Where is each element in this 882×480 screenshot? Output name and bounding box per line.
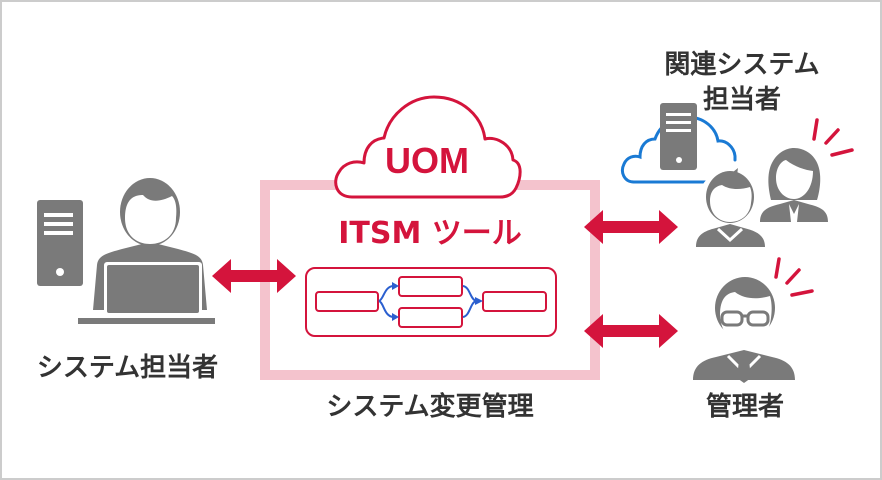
alert-lines-icon-bottom: [774, 257, 814, 297]
flow-arrow-merge-a: [462, 285, 477, 302]
server-icon: [37, 200, 83, 286]
itsm-tool-label: ITSM ツール: [338, 216, 522, 251]
left-actor-label: システム担当者: [36, 353, 219, 383]
right-bottom-actor-label: 管理者: [705, 392, 784, 422]
flow-arrowhead-split-a: [392, 282, 399, 290]
cloud-server-icon: [620, 103, 737, 184]
right-top-actor-label-line2: 担当者: [702, 85, 781, 115]
flow-arrow-split-b: [378, 300, 394, 318]
flow-arrowhead-merge: [475, 297, 483, 305]
double-arrow-right-top: [584, 210, 678, 244]
uom-cloud-label: UOM: [385, 140, 469, 181]
flow-arrowhead-split-b: [392, 313, 399, 321]
double-arrow-left: [212, 259, 296, 293]
manager-with-glasses-icon: [693, 277, 795, 383]
flow-arrow-split-a: [378, 285, 394, 302]
flow-box-end: [482, 291, 547, 312]
alert-lines-icon-top: [812, 118, 854, 157]
double-arrow-right-bottom: [584, 314, 678, 348]
center-caption: システム変更管理: [326, 392, 534, 422]
man-icon: [696, 168, 765, 247]
flow-box-branch-b: [398, 307, 463, 328]
flow-arrow-merge-b: [462, 300, 477, 318]
flow-box-start: [315, 291, 379, 312]
uom-cloud-icon: [334, 95, 522, 199]
woman-icon: [760, 148, 828, 222]
person-with-laptop-icon: [78, 178, 215, 324]
flow-container: [305, 267, 557, 337]
right-top-actor-label-line1: 関連システム: [664, 50, 820, 80]
flow-box-branch-a: [398, 276, 463, 297]
